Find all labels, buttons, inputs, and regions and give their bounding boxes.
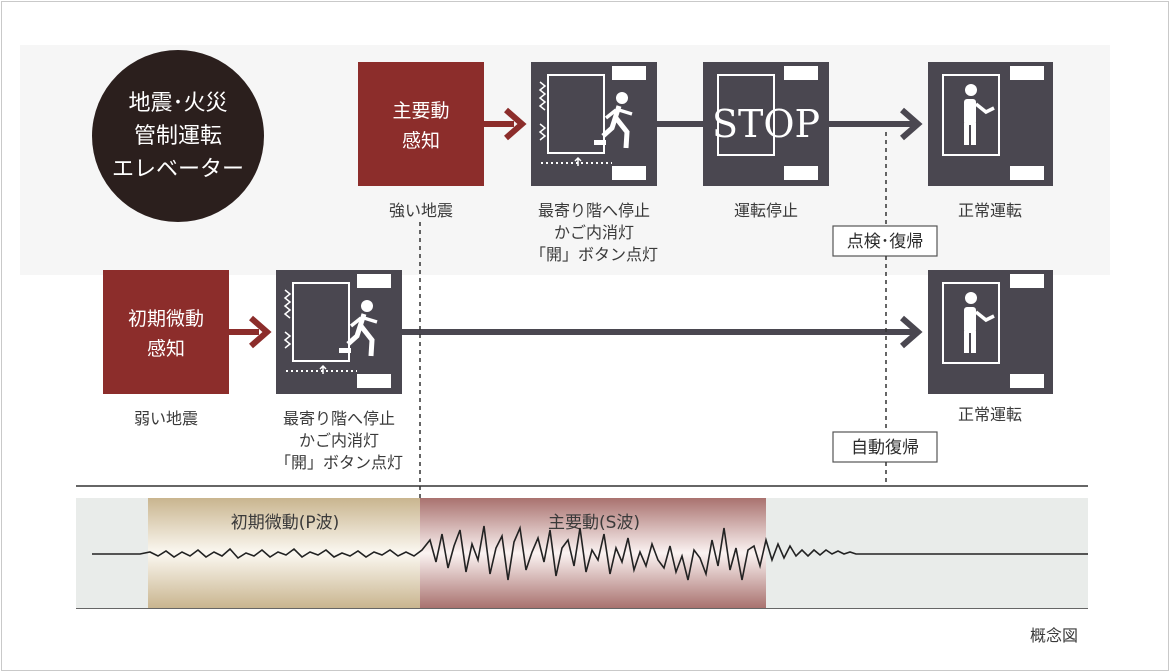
elevator-stop-panel-2 (276, 270, 402, 394)
stop-word: STOP (712, 102, 820, 146)
elevator-stop-panel-1 (531, 62, 657, 186)
main-tremor-caption: 強い地震 (389, 201, 453, 220)
elevator-halt-panel: STOP (703, 62, 829, 186)
initial-tremor-box-line-2: 感知 (147, 338, 185, 360)
main-tremor-box-line-1: 主要動 (392, 100, 449, 122)
title-circle: 地震･火災 管制運転 エレベーター (92, 50, 264, 222)
p-wave-label: 初期微動(P波) (231, 513, 340, 533)
initial-tremor-box (103, 270, 229, 394)
inspection-tag-box (832, 225, 938, 257)
title-circle-shape (92, 50, 264, 222)
resume-caption-2: 正常運転 (958, 405, 1022, 424)
title-line-2: 管制運転 (134, 124, 222, 149)
walking-person-icon (339, 300, 378, 357)
resume-caption-1: 正常運転 (958, 201, 1022, 220)
red-arrow-2-head (249, 315, 272, 349)
main-stop-caption-3: 「開」ボタン点灯 (530, 245, 658, 264)
inspection-tag: 点検･復帰 (847, 232, 924, 252)
s-wave-label: 主要動(S波) (548, 513, 640, 533)
title-line-1: 地震･火災 (128, 91, 227, 116)
initial-stop-caption-3: 「開」ボタン点灯 (275, 453, 403, 472)
main-stop-caption-2: かご内消灯 (554, 223, 634, 242)
walking-person-icon (594, 92, 633, 149)
arrow-to-resume-1-head (900, 107, 923, 141)
elevator-normal-panel-1 (928, 62, 1053, 186)
standing-person-icon (964, 84, 995, 145)
initial-tremor-caption: 弱い地震 (134, 409, 198, 428)
footnote-concept-diagram: 概念図 (1030, 626, 1078, 645)
initial-stop-caption-2: かご内消灯 (299, 431, 379, 450)
main-tremor-box-line-2: 感知 (402, 130, 440, 152)
red-arrow-1-head (504, 107, 527, 141)
arrow-to-resume-2-head (900, 315, 923, 349)
initial-tremor-row: 初期微動 感知 弱い地震 (103, 270, 1053, 472)
auto-recovery-tag-box (832, 431, 938, 463)
initial-stop-caption-1: 最寄り階へ停止 (283, 409, 395, 428)
title-line-3: エレベーター (112, 157, 244, 182)
initial-tremor-box-line-1: 初期微動 (128, 308, 204, 330)
main-tremor-row: 主要動 感知 強い地震 (358, 62, 1053, 264)
main-stop-caption-1: 最寄り階へ停止 (538, 201, 650, 220)
auto-recovery-tag: 自動復帰 (851, 438, 919, 458)
seismic-wave-band: 初期微動(P波) 主要動(S波) (76, 485, 1088, 609)
seismic-waveform (92, 525, 1088, 581)
elevator-normal-panel-2 (928, 270, 1053, 394)
main-tremor-box (358, 62, 484, 186)
halt-caption: 運転停止 (734, 201, 798, 220)
standing-person-icon (964, 292, 995, 353)
